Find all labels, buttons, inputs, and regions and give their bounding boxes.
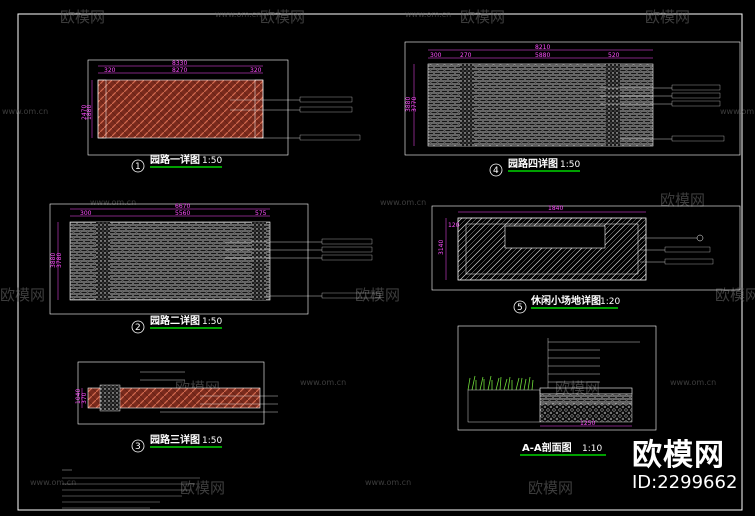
dim-label: 1040 — [75, 389, 82, 404]
watermark-brand: 欧模网 — [715, 286, 755, 304]
drawing-frame — [17, 13, 743, 511]
detail-2-band-left — [96, 222, 110, 300]
detail-4-frame — [404, 41, 741, 156]
watermark-url: www.om.cn — [365, 478, 411, 487]
detail-2: 6670 5560 300 575 3880 3780 2 园路二详图 1:50 — [49, 203, 381, 334]
dim-label: 5560 — [175, 210, 190, 217]
detail-3: 1040 370 3 园路三详图 1:50 — [75, 361, 278, 453]
watermark-url: www.om.cn — [30, 478, 76, 487]
detail-1-scale: 1:50 — [202, 156, 222, 166]
detail-3-number: 3 — [135, 442, 141, 452]
detail-1-title: 园路一详图 — [150, 153, 200, 166]
section-base — [539, 393, 633, 405]
dim-label: 300 — [430, 52, 442, 59]
detail-5-scale: 1:20 — [600, 297, 620, 307]
watermark-url: www.om.cn — [300, 378, 346, 387]
dim-label: 1840 — [548, 205, 563, 212]
dim-label: 3140 — [438, 240, 445, 255]
watermark-brand: 欧模网 — [528, 479, 573, 497]
dim-label: 8270 — [172, 67, 187, 74]
detail-1-number: 1 — [135, 162, 141, 172]
brand-watermark: 欧模网 ID:2299662 — [632, 440, 752, 494]
dim-label: 3770 — [411, 97, 418, 112]
dim-label: 1250 — [580, 420, 595, 427]
watermark-url: www.om.cn — [380, 198, 426, 207]
detail-4-band-right — [606, 64, 620, 146]
detail-1-number-circle — [131, 159, 145, 173]
dim-label: 300 — [80, 210, 92, 217]
detail-4-scale: 1:50 — [560, 160, 580, 170]
dim-label: 6670 — [175, 203, 190, 210]
detail-3-frame — [77, 361, 265, 425]
detail-4: 8210 5880 270 520 300 3880 3770 4 园路四详图 … — [404, 41, 741, 177]
detail-2-scale: 1:50 — [202, 317, 222, 327]
watermark-url: www.om.cn — [720, 107, 755, 116]
watermark-brand: 欧模网 — [355, 286, 400, 304]
detail-2-number: 2 — [135, 323, 141, 333]
detail-5-inner-panel — [504, 225, 606, 249]
detail-4-title: 园路四详图 — [508, 157, 558, 170]
dim-label: 3880 — [405, 97, 412, 112]
dim-label: 2470 — [81, 105, 88, 120]
detail-4-number-circle — [489, 163, 503, 177]
notes-block — [62, 469, 200, 509]
watermark-url: www.om.cn — [215, 10, 261, 19]
section-frame — [457, 325, 657, 431]
section-title: A-A剖面图 — [522, 441, 572, 454]
watermark-url: www.om.cn — [2, 107, 48, 116]
dim-label: 320 — [104, 67, 116, 74]
detail-5-level-marker — [696, 234, 704, 242]
dim-label: 8210 — [535, 44, 550, 51]
section-a-a: 1250 A-A剖面图 1:10 — [457, 325, 657, 456]
dim-label: 370 — [81, 392, 88, 404]
section-soil — [467, 389, 541, 423]
dim-label: 120 — [448, 222, 460, 229]
brand-id: ID:2299662 — [632, 472, 738, 493]
detail-3-scale: 1:50 — [202, 436, 222, 446]
brand-name: 欧模网 — [632, 438, 725, 473]
watermark-brand: 欧模网 — [645, 8, 690, 26]
dim-label: 3880 — [50, 253, 57, 268]
detail-5-number: 5 — [517, 303, 523, 313]
dim-label: 3780 — [56, 253, 63, 268]
detail-2-title: 园路二详图 — [150, 314, 200, 327]
grass — [467, 375, 534, 391]
detail-5-inner-border — [465, 223, 639, 275]
dim-label: 575 — [255, 210, 267, 217]
watermark-url: www.om.cn — [90, 198, 136, 207]
dim-label: 5880 — [535, 52, 550, 59]
dim-label: 520 — [608, 52, 620, 59]
detail-3-paving — [87, 387, 261, 409]
watermark-brand: 欧模网 — [260, 8, 305, 26]
detail-1: 8330 8270 320 320 2470 1880 1 园路一详图 1:50 — [81, 59, 361, 173]
watermark-url: www.om.cn — [670, 378, 716, 387]
watermark-brand: 欧模网 — [60, 8, 105, 26]
detail-2-frame — [49, 203, 309, 315]
detail-3-band — [99, 384, 121, 412]
detail-3-number-circle — [131, 439, 145, 453]
detail-5: 1840 3140 120 5 休闲小场地详图 1:20 — [431, 205, 741, 314]
detail-5-number-circle — [513, 300, 527, 314]
detail-2-number-circle — [131, 320, 145, 334]
detail-1-frame — [87, 59, 289, 156]
watermark-brand: 欧模网 — [660, 191, 705, 209]
watermark-brand: 欧模网 — [180, 479, 225, 497]
detail-4-number: 4 — [493, 166, 499, 176]
detail-2-band-right — [252, 222, 266, 300]
detail-5-title: 休闲小场地详图 — [530, 294, 601, 307]
section-scale: 1:10 — [582, 444, 602, 454]
detail-1-paving — [97, 79, 264, 139]
dim-label: 270 — [460, 52, 472, 59]
watermark-brand: 欧模网 — [0, 286, 45, 304]
dim-label: 1880 — [86, 105, 93, 120]
watermark-url: www.om.cn — [405, 10, 451, 19]
dim-label: 320 — [250, 67, 262, 74]
watermark-brand: 欧模网 — [460, 8, 505, 26]
detail-1-curb-left — [97, 79, 107, 139]
dim-label: 8330 — [172, 60, 187, 67]
detail-5-frame — [431, 205, 741, 291]
detail-3-title: 园路三详图 — [150, 433, 200, 446]
detail-4-band-left — [460, 64, 474, 146]
